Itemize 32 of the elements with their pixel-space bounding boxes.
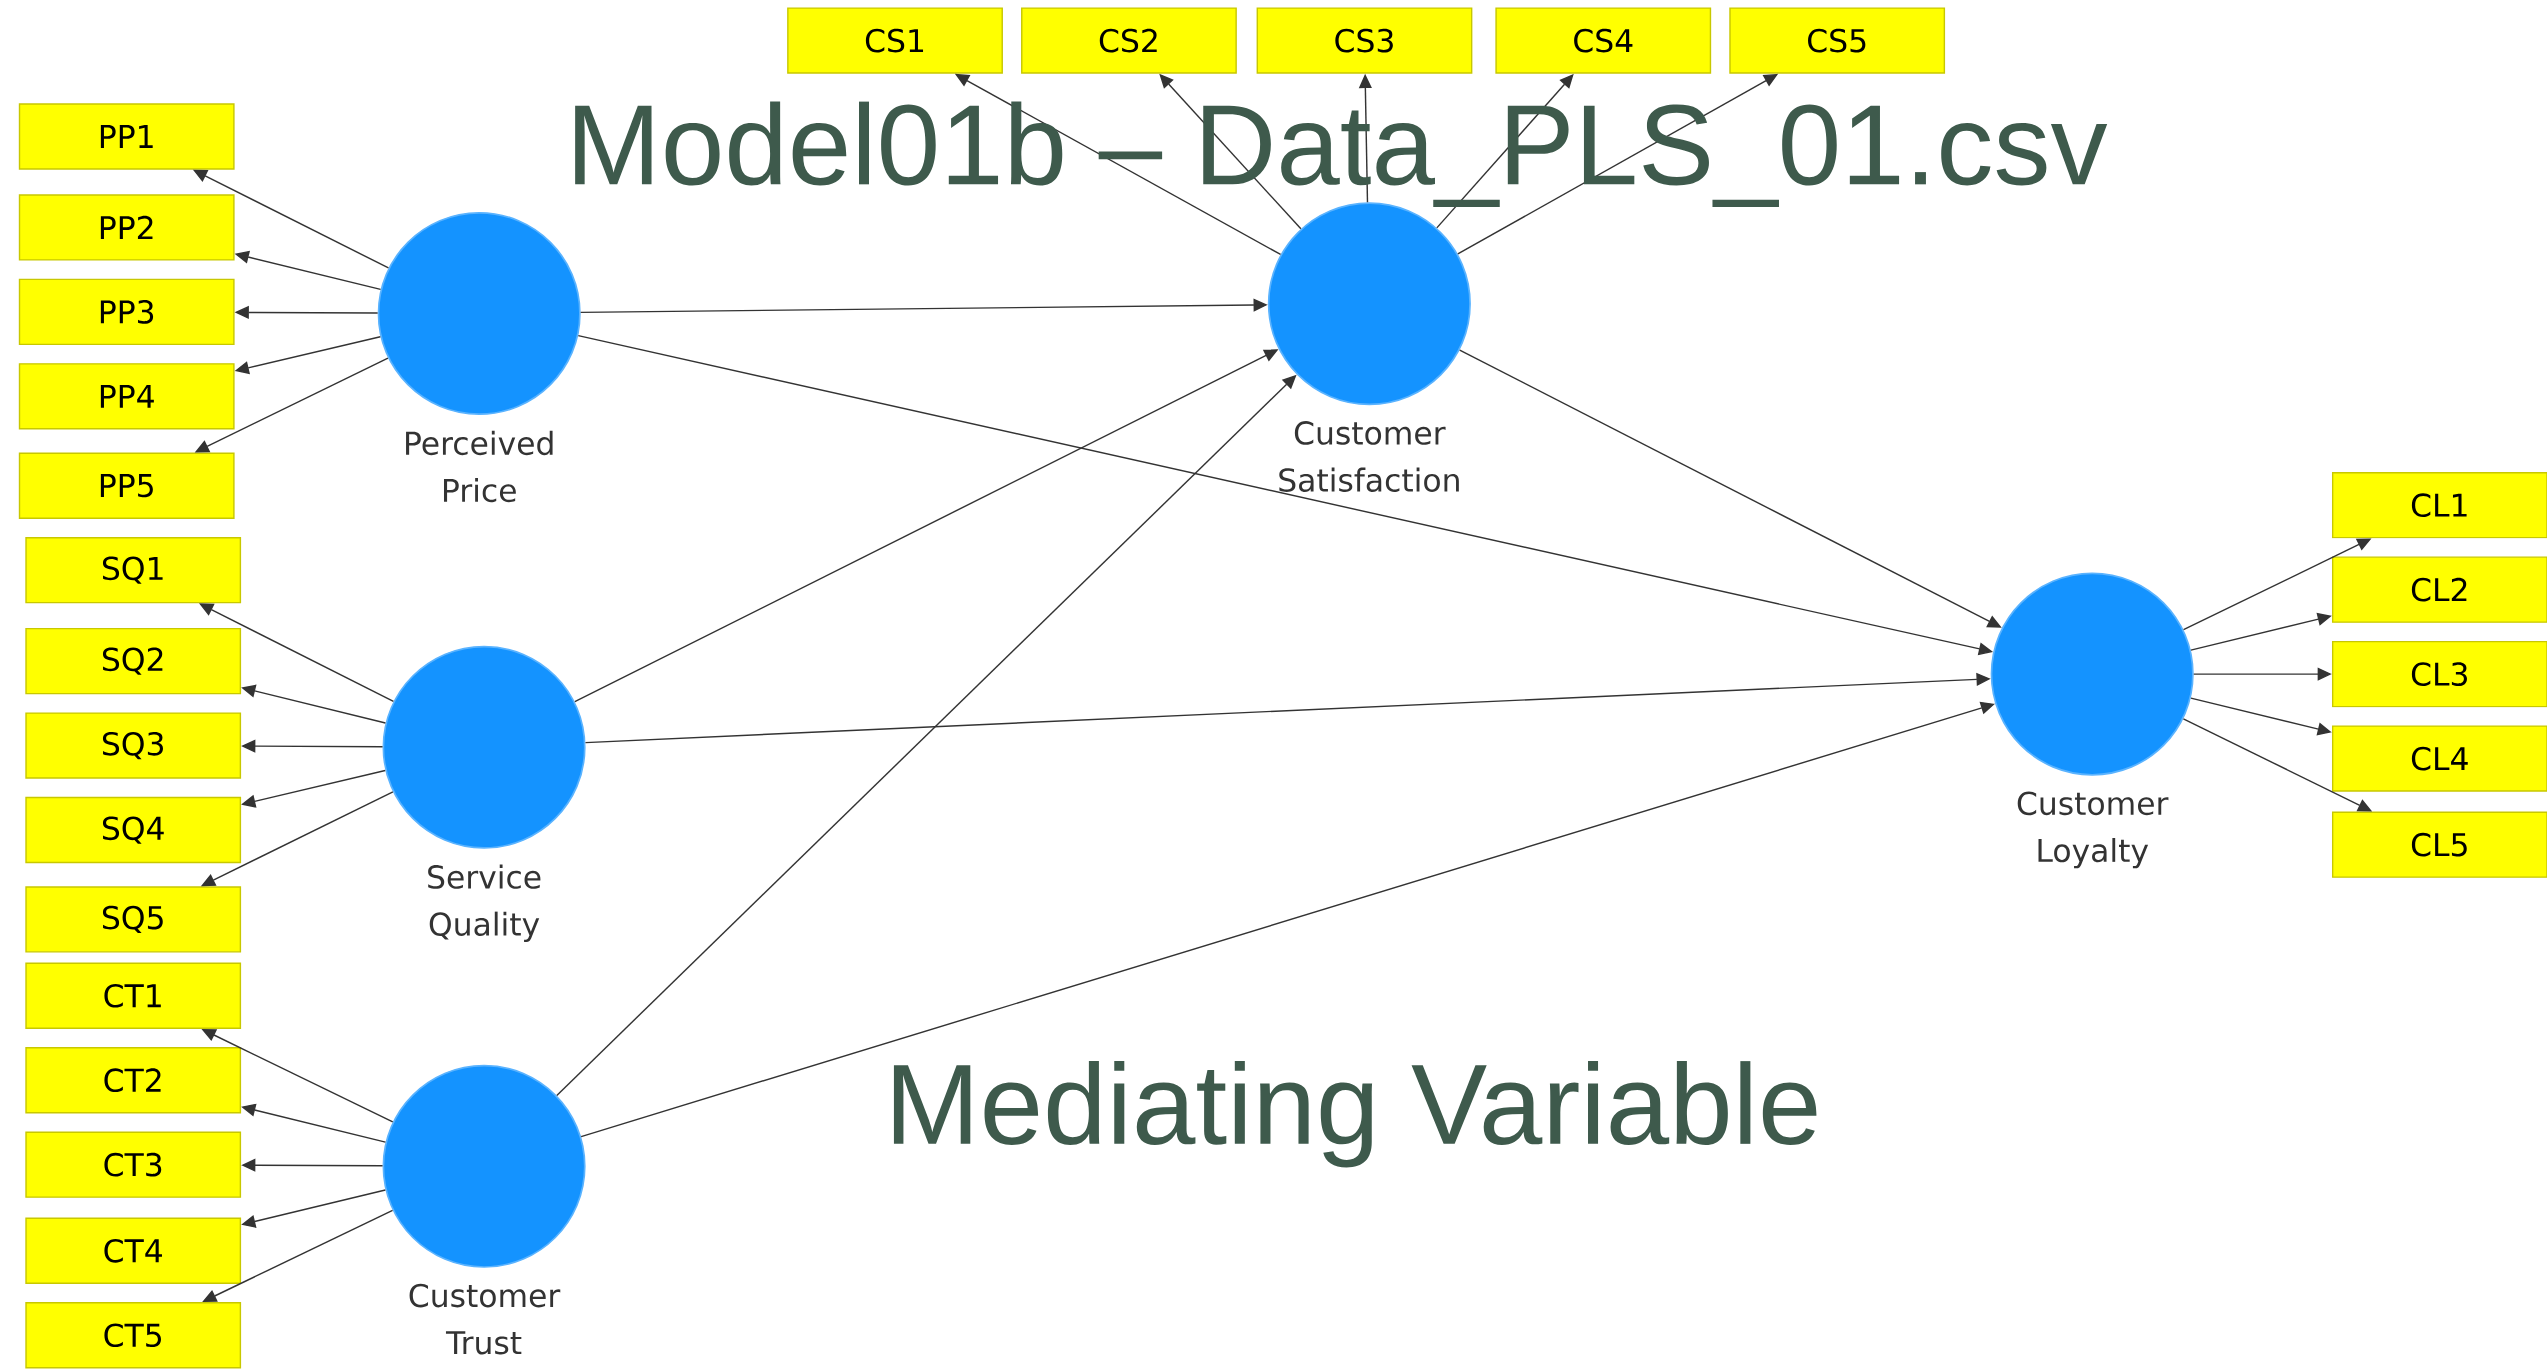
indicator-box: PP1 — [18, 103, 235, 170]
annotation: Mediating Variable — [893, 1061, 1817, 1168]
indicator-box: SQ5 — [25, 886, 242, 953]
indicator-box: CL4 — [2331, 725, 2547, 792]
indicator-box: SQ2 — [25, 627, 242, 695]
indicator-box: PP3 — [18, 278, 235, 346]
node-label: Service Quality — [428, 864, 541, 943]
indicator-box: CT1 — [25, 962, 242, 1029]
indicator-box: CT2 — [25, 1047, 242, 1114]
node-label: Perceived Price — [406, 430, 553, 503]
indicator-box: CS4 — [1495, 7, 1712, 74]
indicator-box: CS2 — [1021, 7, 1237, 74]
indicator-box: CT4 — [25, 1217, 242, 1284]
indicator-box: PP2 — [18, 194, 235, 261]
indicator-box: CS3 — [1256, 7, 1473, 74]
indicator-box: PP4 — [18, 363, 235, 430]
indicator-box: CS1 — [787, 7, 1003, 74]
indicator-box: SQ3 — [25, 712, 242, 779]
indicator-box: CL3 — [2331, 640, 2547, 708]
indicator-box: CL5 — [2331, 811, 2547, 878]
node-label: Customer Satisfaction — [1279, 421, 1459, 492]
indicator-box: CT5 — [25, 1302, 242, 1369]
indicator-box: CL1 — [2331, 472, 2547, 539]
indicator-box: PP5 — [18, 452, 235, 519]
indicator-box: SQ1 — [25, 536, 242, 604]
indicator-box: SQ4 — [25, 796, 242, 864]
arrow — [199, 603, 395, 703]
node-label: Customer Trust — [409, 1283, 561, 1355]
indicator-box: CL2 — [2331, 556, 2547, 623]
indicator-box: CT3 — [25, 1131, 242, 1198]
indicator-box: CS5 — [1729, 7, 1946, 74]
node-label: Customer Loyalty — [2017, 791, 2169, 869]
